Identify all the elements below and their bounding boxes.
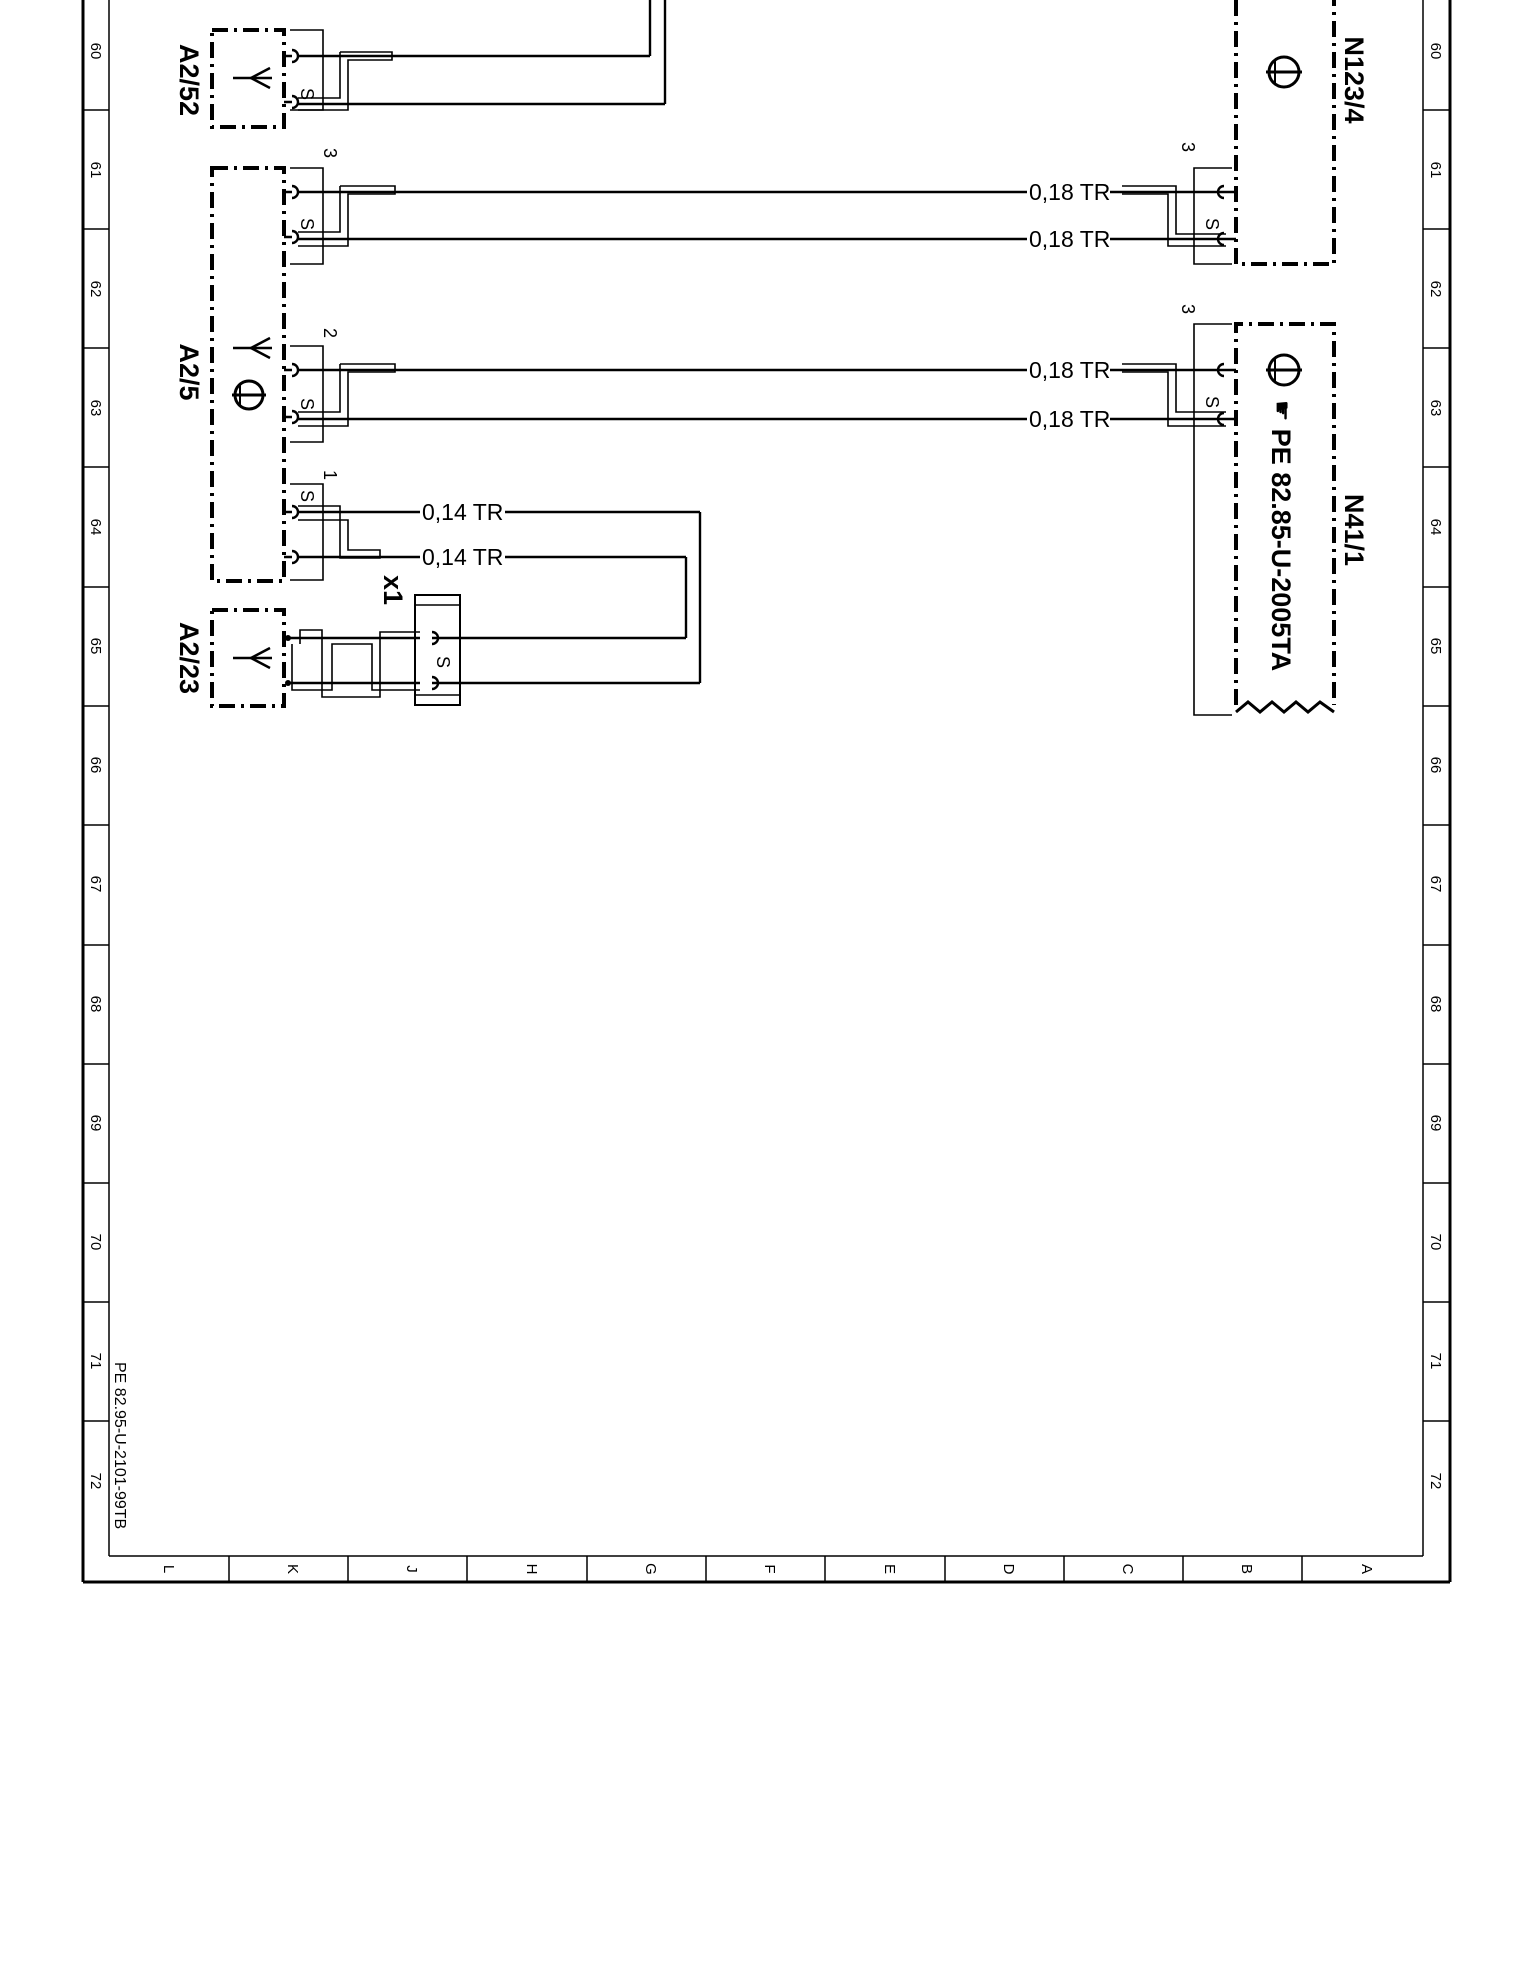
- column-letter: L: [160, 1565, 177, 1573]
- row-number: 62: [1427, 281, 1444, 298]
- column-letter: K: [284, 1564, 301, 1574]
- row-numbers-right: 60 61 62 63 64 65 66 67 68 69 70 71 72: [1427, 43, 1444, 1490]
- shield-marker: S: [297, 490, 317, 502]
- pin-number: 3: [320, 148, 340, 158]
- pin-number: 2: [320, 328, 340, 338]
- component-a2-23: A2/23: [174, 608, 420, 708]
- row-dividers: [83, 109, 1450, 1422]
- reference-label: PE 82.85-U-2005TA: [1266, 429, 1296, 672]
- row-number: 61: [87, 162, 104, 179]
- column-letter: C: [1119, 1564, 1136, 1575]
- antenna-symbol: [233, 646, 272, 670]
- shield-marker: S: [433, 656, 453, 668]
- row-number: 66: [87, 757, 104, 774]
- wire-label: 0,14 TR: [422, 544, 503, 570]
- wire-label: 0,14 TR: [422, 499, 503, 525]
- column-letter: F: [761, 1564, 778, 1573]
- row-number: 68: [87, 996, 104, 1013]
- pin-number: 3: [1178, 142, 1198, 152]
- component-label: x1: [378, 575, 408, 605]
- column-letter: J: [403, 1565, 420, 1573]
- row-number: 60: [1427, 43, 1444, 60]
- shield-marker: S: [1202, 218, 1222, 230]
- amplifier-circle-symbol: [1266, 353, 1302, 387]
- row-number: 64: [87, 519, 104, 536]
- pin-number: 1: [320, 470, 340, 480]
- component-a2-52: A2/52 S: [174, 0, 667, 129]
- component-label: A2/5: [174, 343, 204, 400]
- shield-marker: S: [297, 218, 317, 230]
- row-number: 60: [87, 43, 104, 60]
- antenna-symbol: [233, 336, 272, 360]
- row-number: 69: [1427, 1115, 1444, 1132]
- row-number: 70: [87, 1234, 104, 1251]
- wire-label: 0,18 TR: [1029, 357, 1110, 383]
- row-number: 72: [87, 1473, 104, 1490]
- shield-marker: S: [297, 88, 317, 100]
- row-number: 70: [1427, 1234, 1444, 1251]
- amplifier-circle-symbol: [1266, 55, 1302, 89]
- wire-label: 0,18 TR: [1029, 226, 1110, 252]
- amplifier-circle-symbol: [232, 379, 266, 411]
- row-number: 62: [87, 281, 104, 298]
- pin-number: 3: [1178, 304, 1198, 314]
- sheet-frame: [81, 0, 1452, 1584]
- row-number: 64: [1427, 519, 1444, 536]
- shield-marker: S: [1202, 396, 1222, 408]
- row-number: 67: [1427, 876, 1444, 893]
- wire-label: 0,18 TR: [1029, 406, 1110, 432]
- row-number: 71: [87, 1353, 104, 1370]
- column-letter: G: [642, 1563, 659, 1575]
- connector-x1: S x1: [378, 575, 461, 706]
- row-number: 63: [1427, 400, 1444, 417]
- row-numbers-left: 60 61 62 63 64 65 66 67 68 69 70 71 72: [87, 43, 104, 1490]
- row-number: 69: [87, 1115, 104, 1132]
- wire-pair-row-64: S 0,14 TR 0,14 TR: [284, 483, 702, 685]
- row-number: 71: [1427, 1353, 1444, 1370]
- wire-label: 0,18 TR: [1029, 179, 1110, 205]
- component-label: N123/4: [1339, 36, 1369, 123]
- column-letter: H: [523, 1564, 540, 1575]
- component-label: A2/23: [174, 622, 204, 694]
- row-number: 67: [87, 876, 104, 893]
- row-number: 72: [1427, 1473, 1444, 1490]
- row-number: 68: [1427, 996, 1444, 1013]
- row-number: 65: [87, 638, 104, 655]
- row-number: 61: [1427, 162, 1444, 179]
- row-number: 63: [87, 400, 104, 417]
- row-number: 65: [1427, 638, 1444, 655]
- component-a2-5: A2/5 3 2 1: [174, 148, 340, 583]
- column-letter: D: [1000, 1564, 1017, 1575]
- row-number: 66: [1427, 757, 1444, 774]
- component-n41-1: ☛ PE 82.85-U-2005TA N41/1 3 S: [1122, 304, 1369, 716]
- column-dividers: [228, 1556, 1303, 1582]
- column-letter: B: [1238, 1564, 1255, 1574]
- column-letter: A: [1358, 1564, 1375, 1574]
- wire-pair-row-63: S 0,18 TR 0,18 TR: [284, 345, 1218, 443]
- pointing-hand-icon: ☛: [1268, 400, 1295, 422]
- component-n123-4: N123/4 3 S: [1122, 0, 1369, 266]
- wire-pair-row-61: S 0,18 TR 0,18 TR: [284, 167, 1218, 265]
- component-label: A2/52: [174, 44, 204, 116]
- antenna-symbol: [233, 66, 272, 90]
- column-letter: E: [881, 1564, 898, 1574]
- component-label: N41/1: [1339, 494, 1369, 566]
- column-letters: L K J H G F E D C B A: [160, 1563, 1375, 1575]
- document-reference: PE 82.95-U-2101-99TB: [111, 1362, 128, 1529]
- shield-marker: S: [297, 398, 317, 410]
